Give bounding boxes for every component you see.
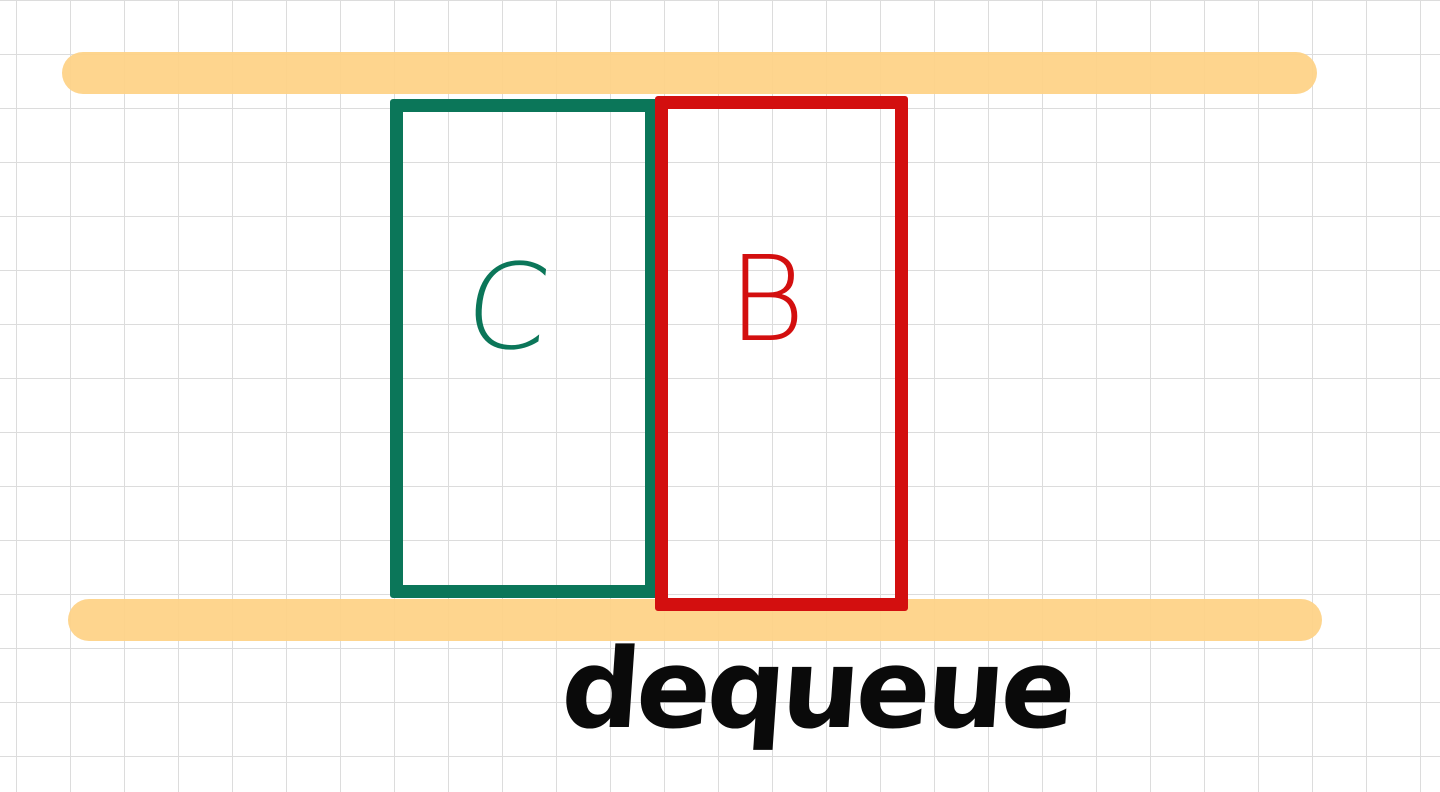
queue-top-rail [62, 52, 1317, 94]
queue-item-label-b: B [728, 230, 806, 368]
operation-caption: dequeue [557, 625, 1077, 753]
queue-item-box-b [655, 96, 908, 611]
queue-item-label-c: C [458, 238, 556, 376]
queue-item-box-c [390, 99, 658, 598]
